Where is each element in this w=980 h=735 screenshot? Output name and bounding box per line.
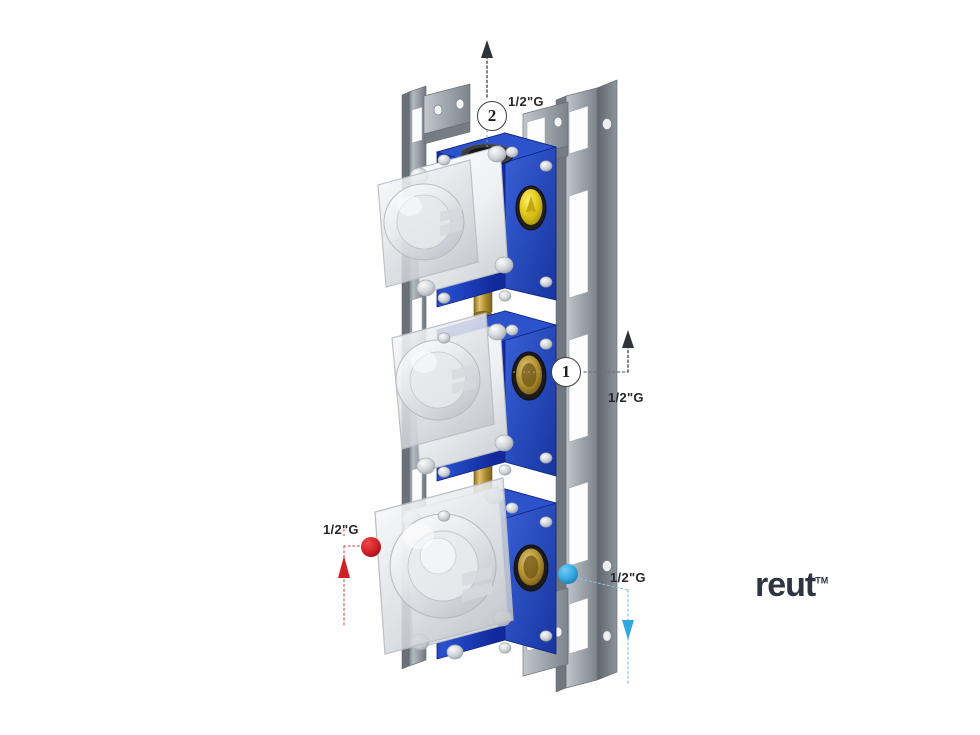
label-hot-inlet-size: 1/2"G (323, 522, 359, 537)
label-top-outlet-size: 1/2"G (508, 94, 544, 109)
label-cold-inlet-size: 1/2"G (610, 570, 646, 585)
module-top (377, 132, 558, 308)
leader-hot-inlet (338, 528, 365, 627)
leader-mid-outlet (512, 330, 634, 373)
hot-inlet-marker (361, 537, 381, 557)
brand-trademark-mark: TM (815, 575, 829, 586)
leader-top-outlet (481, 40, 493, 148)
module-bottom (374, 477, 558, 660)
callout-bubble-2[interactable]: 2 (477, 101, 507, 131)
brand-logo: reutTM (755, 566, 828, 605)
callout-bubble-1[interactable]: 1 (551, 357, 581, 387)
module-middle (391, 310, 558, 482)
cold-inlet-marker (558, 564, 578, 584)
leader-cold-inlet (575, 577, 634, 687)
bracket-top-left (423, 83, 471, 145)
label-mid-outlet-size: 1/2"G (608, 390, 644, 405)
brand-logo-text: reut (755, 566, 816, 604)
